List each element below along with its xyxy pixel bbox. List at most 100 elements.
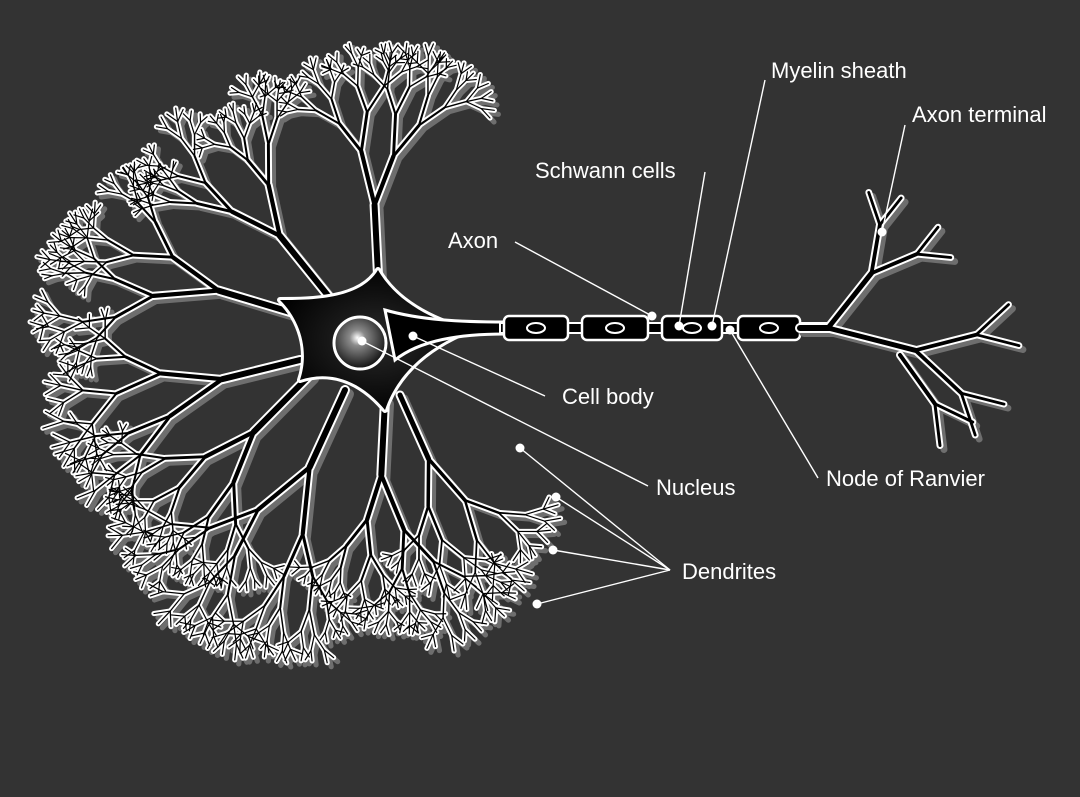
dendrite-core-segment — [245, 580, 248, 592]
dendrite-core-segment — [282, 83, 286, 94]
dendrite-core-segment — [407, 47, 410, 60]
dendrite-core-segment — [89, 457, 100, 460]
dendrite-core-segment — [178, 526, 212, 550]
dendrite-core-segment — [400, 611, 411, 625]
dendrite-core-segment — [303, 63, 314, 71]
dendrite-core-segment — [135, 574, 148, 581]
dendrite-core-segment — [62, 366, 77, 375]
dendrite-core-segment — [356, 618, 367, 626]
dendrite-core-segment — [321, 64, 332, 70]
dendrite-core-segment — [73, 214, 85, 219]
dendrite-core-segment — [169, 610, 172, 628]
dendrite-core-segment — [462, 574, 487, 578]
dendrite-core-segment — [114, 294, 155, 319]
dendrite-core-segment — [63, 420, 93, 425]
dendrite-shadow-segment — [269, 119, 285, 152]
dendrite-core-segment — [64, 227, 71, 238]
dendrite-core-segment — [86, 236, 95, 260]
dendrite-core-segment — [343, 73, 359, 87]
dendrite-shadow-segment — [116, 296, 161, 325]
dendrite-core-segment — [243, 106, 246, 115]
dendrite-core-segment — [141, 554, 157, 566]
dendrite-core-segment — [321, 66, 331, 70]
dendrite-core-segment — [348, 42, 353, 55]
dendrite-cores — [29, 42, 562, 664]
dendrite-core-segment — [125, 165, 135, 174]
dendrite-core-segment — [484, 554, 502, 561]
dendrite-core-segment — [374, 605, 377, 616]
dendrite-core-segment — [528, 545, 543, 548]
dendrite-core-segment — [312, 68, 320, 85]
dendrite-core-segment — [36, 304, 45, 314]
dendrite-core-segment — [480, 91, 492, 99]
dendrite-core-segment — [49, 257, 62, 265]
dendrite-core-segment — [41, 250, 51, 261]
dendrite-core-segment — [392, 113, 398, 158]
dendrite-core-segment — [42, 315, 61, 327]
dendrite-core-segment — [176, 564, 184, 575]
terminal-core-segment — [933, 402, 942, 447]
dendrite-core-segment — [225, 116, 237, 124]
dendrite-core-segment — [336, 61, 345, 75]
dendrite-core-segment — [58, 401, 65, 417]
dendrite-core-segment — [475, 539, 496, 565]
dendrite-shadow-segment — [482, 99, 500, 108]
dendrite-core-segment — [172, 161, 177, 170]
dendrite-core-segment — [122, 486, 134, 497]
dendrite-core-segment — [263, 575, 286, 607]
dendrite-shadow-segment — [263, 97, 272, 123]
dot-dendrites-1 — [515, 443, 525, 453]
dendrite-core-segment — [88, 327, 106, 340]
dendrite-core-segment — [497, 511, 519, 533]
leader-schwann-cells — [678, 171, 706, 327]
dendrite-core-segment — [119, 493, 134, 497]
dendrite-core-segment — [311, 581, 316, 589]
dendrite-core-segment — [189, 119, 196, 136]
dendrite-core-segment — [416, 62, 429, 74]
dendrite-core-segment — [480, 569, 498, 575]
dendrite-core-segment — [160, 116, 168, 130]
dendrite-core-segment — [405, 52, 411, 69]
myelin-segment — [580, 314, 650, 342]
dendrite-core-segment — [266, 183, 282, 238]
dendrite-shadow-segment — [419, 108, 452, 133]
dendrite-core-segment — [328, 544, 348, 562]
dendrite-core-segment — [260, 640, 268, 650]
dendrite-core-segment — [279, 607, 285, 634]
dendrite-core-segment — [443, 100, 467, 109]
dendrite-core-segment — [332, 607, 339, 618]
dendrite-core-segment — [198, 581, 211, 606]
dendrite-core-segment — [424, 43, 429, 57]
dendrite-core-segment — [501, 562, 511, 574]
terminal-core-segment — [959, 391, 977, 437]
dendrite-core-segment — [387, 555, 393, 567]
dendrite-core-segment — [463, 557, 482, 571]
dendrite-core-segment — [189, 110, 192, 122]
dendrite-core-segment — [465, 72, 474, 82]
dendrite-core-segment — [158, 580, 161, 593]
dendrite-core-segment — [198, 604, 209, 624]
dendrite-core-segment — [58, 233, 71, 239]
dendrite-core-segment — [68, 366, 77, 382]
dendrite-core-segment — [281, 650, 288, 664]
dendrite-core-segment — [78, 473, 93, 483]
dendrite-core-segment — [86, 489, 96, 507]
dendrite-core-segment — [472, 621, 483, 632]
dendrite-core-segment — [455, 79, 467, 91]
dendrite-core-segment — [118, 476, 127, 489]
dendrite-core-segment — [59, 363, 69, 376]
dendrite-core-segment — [224, 108, 227, 118]
dendrite-core-segment — [203, 562, 215, 577]
dendrite-core-segment — [360, 553, 372, 582]
dot-myelin-sheath — [707, 321, 717, 331]
dendrite-core-segment — [106, 479, 115, 486]
dendrite-core-segment — [423, 573, 437, 580]
dendrite-core-segment — [100, 435, 111, 439]
dendrite-core-segment — [83, 286, 86, 297]
dendrite-core-segment — [515, 568, 533, 575]
dendrite-core-segment — [343, 592, 348, 601]
dendrite-core-segment — [218, 632, 228, 646]
dendrite-core-segment — [432, 560, 465, 578]
dendrite-core-segment — [111, 517, 127, 524]
